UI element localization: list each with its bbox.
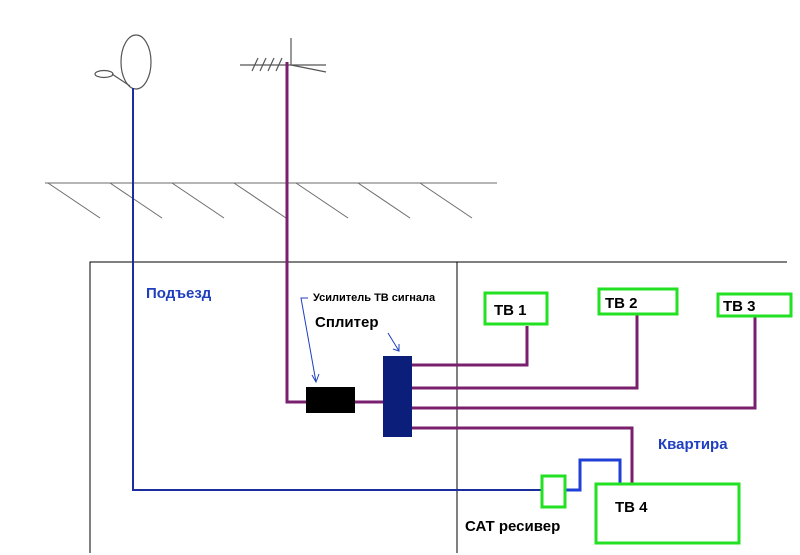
receiver-to-tv4-cable	[565, 458, 622, 492]
signal-amplifier	[306, 387, 355, 413]
amplifier-pointer	[300, 297, 320, 384]
tv-box-2: ТВ 2	[597, 287, 679, 316]
apartment-label: Квартира	[658, 436, 728, 453]
tv-antenna-icon	[240, 38, 327, 73]
satellite-dish-icon	[94, 34, 152, 90]
sat-receiver-label: САТ ресивер	[465, 518, 560, 535]
antenna-cable	[285, 62, 757, 483]
tv-box-4: ТВ 4	[594, 482, 741, 545]
splitter-pointer	[387, 332, 400, 352]
sat-receiver-box	[540, 474, 567, 509]
satellite-cable	[132, 88, 541, 491]
splitter-box	[383, 356, 412, 437]
entrance-label: Подъезд	[146, 285, 212, 302]
ground	[45, 182, 497, 219]
svg-text:ТВ 3: ТВ 3	[723, 298, 756, 315]
tv-box-3: ТВ 3	[716, 292, 793, 318]
svg-text:ТВ 4: ТВ 4	[615, 499, 648, 516]
svg-text:ТВ 1: ТВ 1	[494, 302, 527, 319]
amplifier-label: Усилитель ТВ сигнала	[313, 292, 436, 304]
tv-box-1: ТВ 1	[483, 291, 549, 326]
splitter-label: Сплитер	[315, 314, 379, 331]
svg-text:ТВ 2: ТВ 2	[605, 295, 638, 312]
